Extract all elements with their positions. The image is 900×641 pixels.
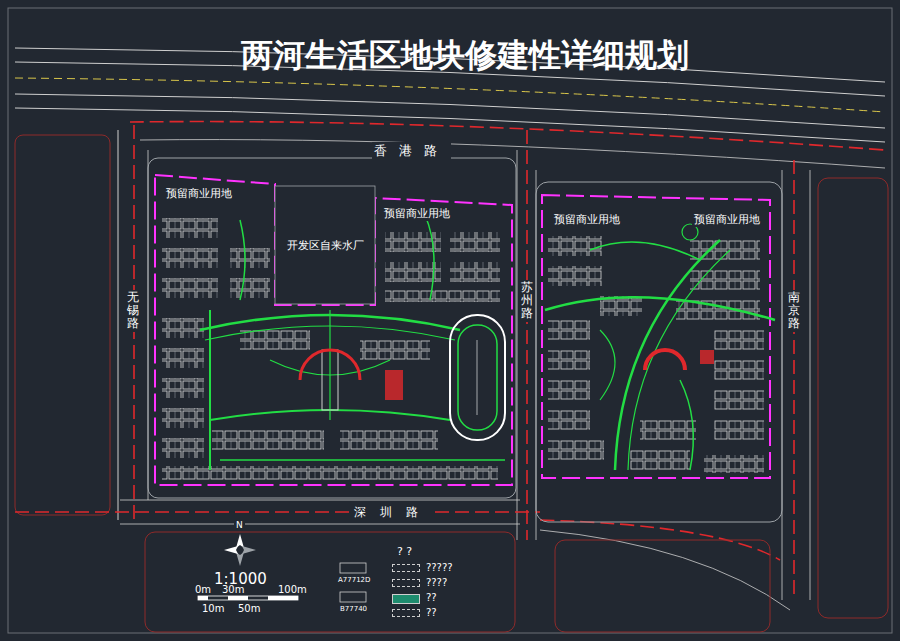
legend-heading: ? ? bbox=[395, 545, 414, 558]
land-parcel: 预留商业用地 bbox=[160, 182, 272, 208]
road-name: 南京路 bbox=[788, 290, 800, 332]
scale-tick: 10m bbox=[200, 603, 226, 614]
parcel-label: 开发区自来水厂 bbox=[285, 238, 366, 253]
land-parcel: 预留商业用地 bbox=[378, 202, 508, 226]
parcel-label: 预留商业用地 bbox=[382, 206, 452, 221]
parcel-label: 预留商业用地 bbox=[692, 212, 762, 227]
legend-text: ?? bbox=[426, 607, 437, 618]
legend-text: ?? bbox=[426, 592, 437, 603]
scale-tick: 0m bbox=[193, 584, 213, 595]
north-mark: N bbox=[234, 520, 245, 530]
legend-code: A77712D bbox=[336, 576, 372, 584]
road-name: 苏州路 bbox=[521, 280, 533, 322]
legend-line-sample bbox=[392, 564, 420, 572]
land-parcel: 预留商业用地 bbox=[688, 206, 768, 232]
parcel-label: 预留商业用地 bbox=[164, 186, 234, 201]
parcel-label: 预留商业用地 bbox=[552, 212, 622, 227]
scale-tick: 100m bbox=[276, 584, 309, 595]
legend-line-sample bbox=[392, 609, 420, 617]
road-name: 无锡路 bbox=[127, 290, 139, 332]
scale-tick: 50m bbox=[236, 603, 262, 614]
road-name: 深圳路 bbox=[352, 504, 434, 521]
legend-text: ???? bbox=[426, 577, 447, 588]
legend-line-sample bbox=[392, 579, 420, 587]
road-name: 香港路 bbox=[372, 142, 451, 160]
legend-code: B77740 bbox=[338, 605, 369, 613]
land-parcel: 预留商业用地 bbox=[548, 206, 652, 232]
land-parcel: 开发区自来水厂 bbox=[276, 187, 374, 303]
title: 两河生活区地块修建性详细规划 bbox=[241, 34, 689, 78]
legend-text: ????? bbox=[426, 562, 453, 573]
legend-swatch bbox=[392, 594, 420, 604]
scale-tick: 30m bbox=[220, 584, 246, 595]
